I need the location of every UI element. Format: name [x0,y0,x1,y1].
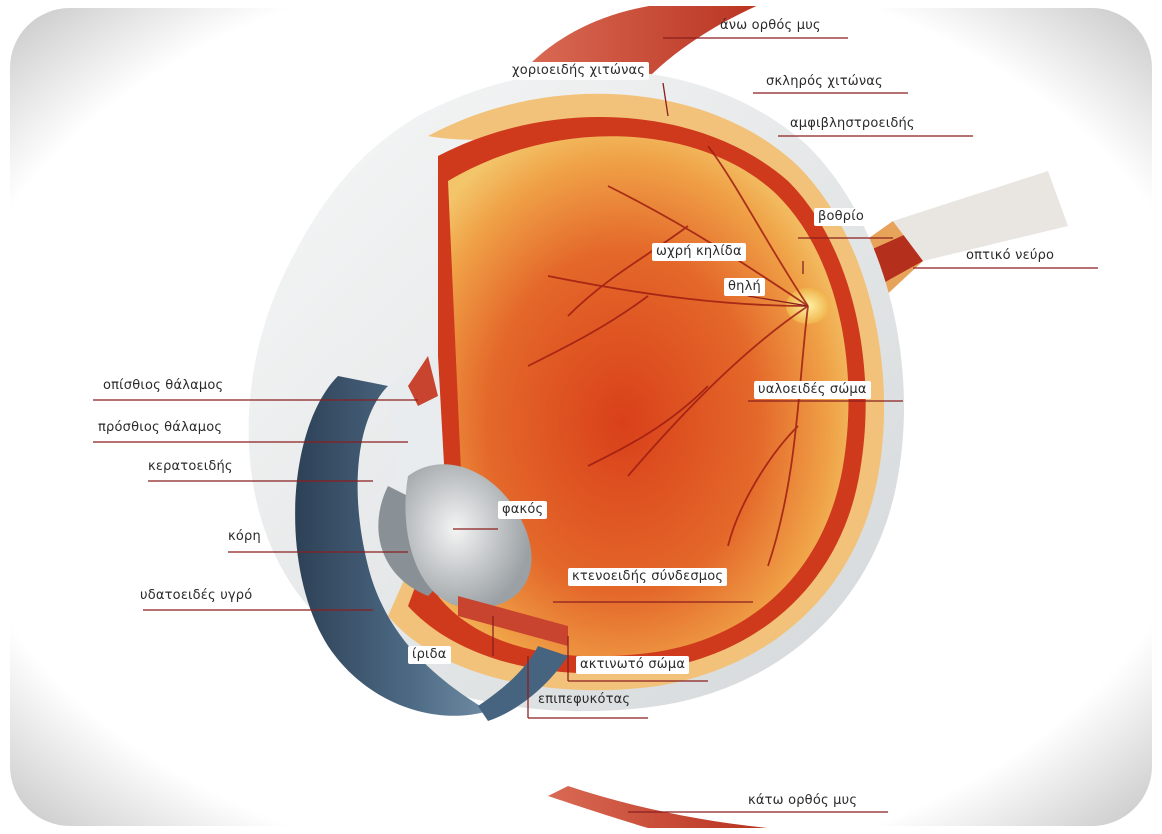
label-sclera: σκληρός χιτώνας [766,74,883,90]
label-optic-nerve: οπτικό νεύρο [966,248,1054,264]
label-suspensory-ligament: κτενοειδής σύνδεσμος [568,568,727,586]
label-choroid: χοριοειδής χιτώνας [508,62,649,80]
label-lens: φακός [498,501,547,519]
label-aqueous-humor: υδατοειδές υγρό [140,588,252,604]
label-cornea: κερατοειδής [148,459,233,475]
label-vitreous-body: υαλοειδές σώμα [754,381,871,399]
label-superior-rectus: άνω ορθός μυς [720,18,821,34]
label-optic-disc: θηλή [724,278,765,296]
label-posterior-chamber: οπίσθιος θάλαμος [103,378,223,394]
label-inferior-rectus: κάτω ορθός μυς [748,793,857,809]
label-conjunctiva: επιπεφυκότας [538,692,630,708]
label-ciliary-body: ακτινωτό σώμα [576,656,689,674]
label-pupil: κόρη [228,529,261,545]
diagram-frame: άνω ορθός μυς χοριοειδής χιτώνας σκληρός… [8,6,1154,828]
label-macula: ωχρή κηλίδα [652,243,746,261]
label-iris: ίριδα [408,646,451,664]
label-fovea: βοθρίο [814,208,868,226]
label-anterior-chamber: πρόσθιος θάλαμος [98,420,222,436]
label-retina: αμφιβληστροειδής [790,116,915,132]
